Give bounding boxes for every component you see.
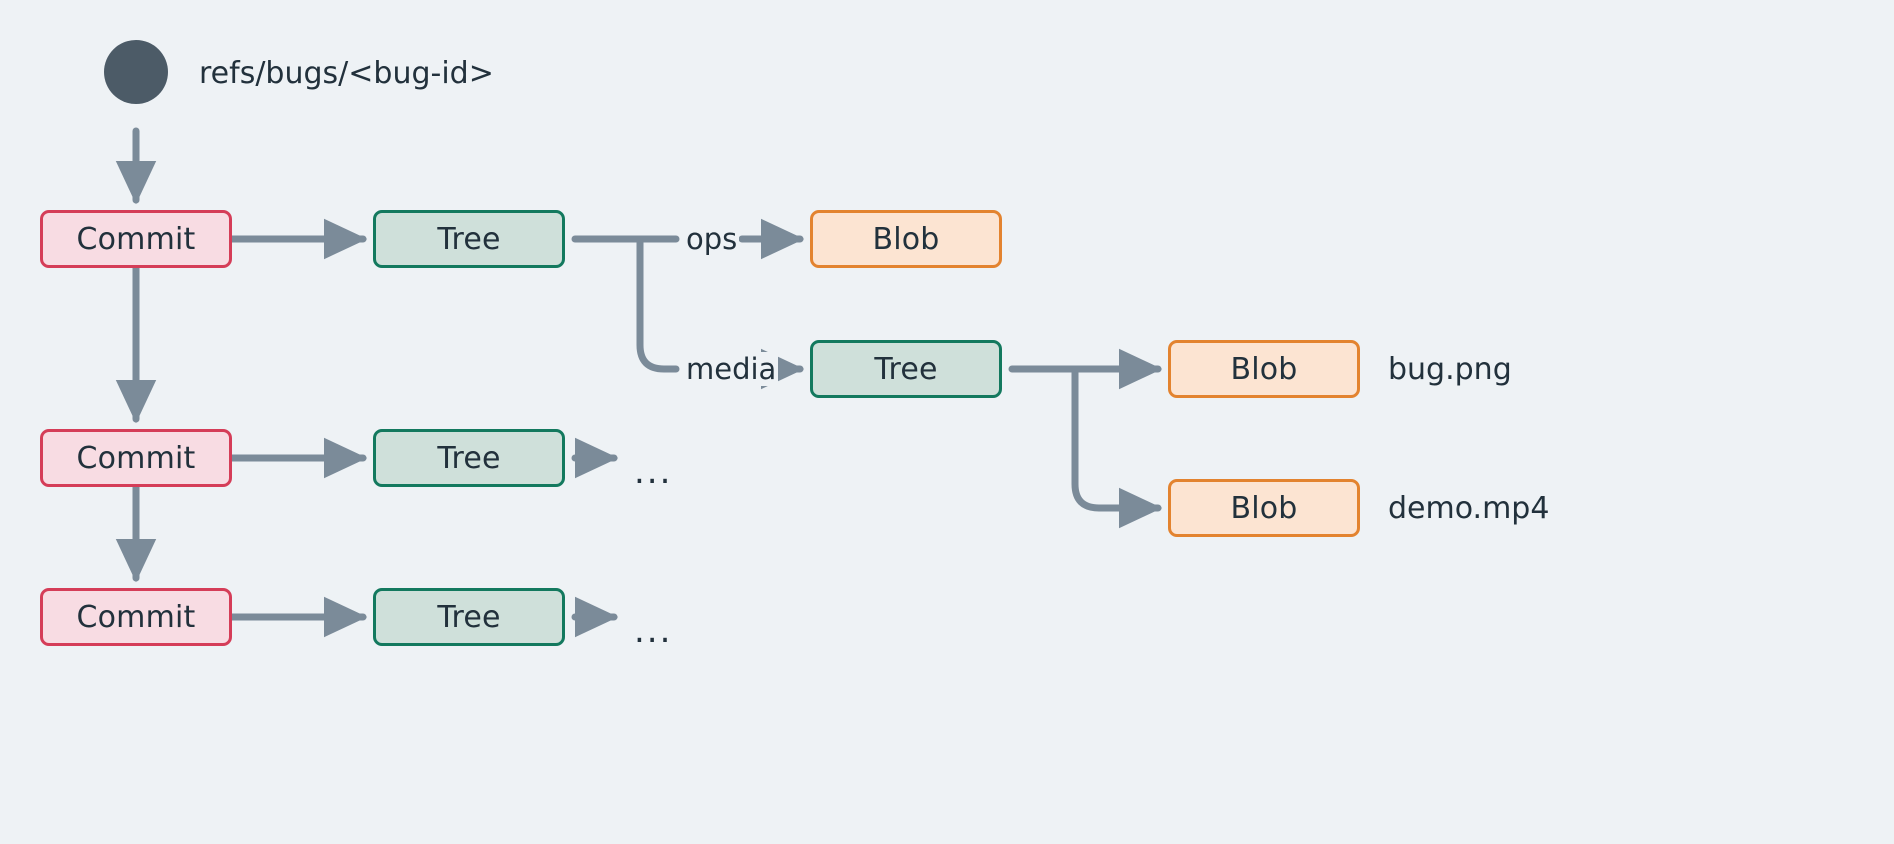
node-label: Tree	[437, 440, 501, 476]
node-commit-1[interactable]: Commit	[40, 210, 232, 268]
edge-treemedia-to-blob-mp4	[1071, 365, 1163, 529]
node-label: Tree	[437, 599, 501, 635]
node-tree-1[interactable]: Tree	[373, 210, 565, 268]
edge-label-media: media	[684, 352, 779, 386]
label-demo-mp4: demo.mp4	[1388, 490, 1550, 526]
node-label: Tree	[874, 351, 938, 387]
label-bug-png: bug.png	[1388, 351, 1512, 387]
edge-tree1-to-media	[636, 235, 680, 373]
node-label: Commit	[76, 440, 196, 476]
node-tree-media[interactable]: Tree	[810, 340, 1002, 398]
ref-root-label: refs/bugs/<bug-id>	[199, 55, 494, 91]
node-blob-demo-mp4[interactable]: Blob	[1168, 479, 1360, 537]
ellipsis-tree-3: ...	[634, 611, 673, 651]
node-commit-3[interactable]: Commit	[40, 588, 232, 646]
node-tree-2[interactable]: Tree	[373, 429, 565, 487]
node-label: Blob	[1230, 351, 1298, 387]
node-blob-bug-png[interactable]: Blob	[1168, 340, 1360, 398]
node-label: Commit	[76, 599, 196, 635]
node-commit-2[interactable]: Commit	[40, 429, 232, 487]
edge-label-ops: ops	[684, 222, 740, 256]
node-label: Commit	[76, 221, 196, 257]
ellipsis-tree-2: ...	[634, 452, 673, 492]
node-label: Tree	[437, 221, 501, 257]
node-label: Blob	[1230, 490, 1298, 526]
node-tree-3[interactable]: Tree	[373, 588, 565, 646]
node-blob-ops[interactable]: Blob	[810, 210, 1002, 268]
node-label: Blob	[872, 221, 940, 257]
ref-root-node[interactable]	[104, 40, 168, 104]
